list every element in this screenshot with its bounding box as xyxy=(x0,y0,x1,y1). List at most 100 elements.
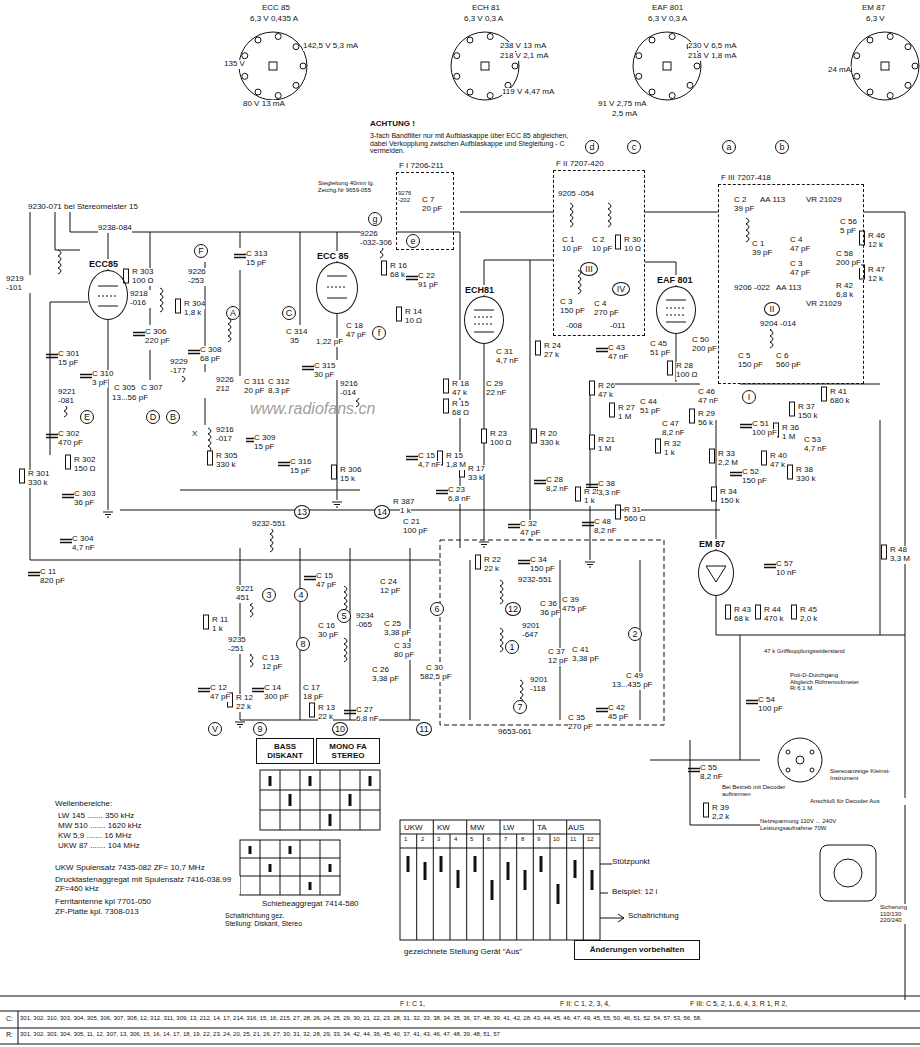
schematic-label: KW xyxy=(437,824,450,833)
schematic-label: R 15 xyxy=(446,452,463,461)
schematic-label: C 28 xyxy=(546,476,563,485)
schematic-label: C 4 xyxy=(790,236,802,245)
schematic-label: C 24 xyxy=(380,578,397,587)
schematic-label: 1 k xyxy=(212,625,223,634)
schematic-label: UKW Spulensatz 7435-082 ZF= 10,7 MHz xyxy=(55,864,205,873)
schematic-label: 91 V 2,75 mA xyxy=(598,100,646,109)
schematic-label: Sicherung 110/130 220/240 xyxy=(880,904,916,924)
schematic-label: 9226 -253 xyxy=(188,268,218,286)
schematic-label: R 44 xyxy=(764,606,781,615)
schematic-label: 200 pF xyxy=(836,259,861,268)
schematic-label: 68 k xyxy=(734,615,749,624)
schematic-label: 47 pF xyxy=(210,693,230,702)
callout-circle: 1 xyxy=(505,640,519,654)
schematic-label: 7 xyxy=(504,836,507,843)
schematic-label: 13...435 pF xyxy=(612,681,652,690)
schematic-label: 30 pF xyxy=(318,631,338,640)
schematic-label: R 304 xyxy=(184,300,205,309)
schematic-label: Netzspannung 110V ... 240V Leistungsaufn… xyxy=(760,818,880,831)
schematic-label: 150 pF xyxy=(742,477,767,486)
schematic-label: C 56 xyxy=(840,218,857,227)
schematic-label: 9653-061 xyxy=(498,728,532,737)
schematic-label: C 4 xyxy=(594,300,606,309)
schematic-label: 9205 -054 xyxy=(558,190,594,199)
schematic-label: C 313 xyxy=(246,250,267,259)
tube-symbol: ECH81 xyxy=(464,296,504,344)
schematic-label: R 37 xyxy=(798,403,815,412)
callout-circle: V xyxy=(208,722,222,736)
schematic-label: 51 pF xyxy=(640,407,660,416)
schematic-label: 12 k xyxy=(868,241,883,250)
schematic-label: LW xyxy=(503,824,514,833)
schematic-label: 9216 -014 xyxy=(340,380,370,398)
schematic-label: 3 pF xyxy=(92,379,108,388)
schematic-label: 9232-551 xyxy=(518,576,552,585)
schematic-label: 47 pF xyxy=(790,269,810,278)
callout-circle: 2 xyxy=(628,627,642,641)
node-label: EM 87 xyxy=(699,539,725,549)
schematic-label: R 34 xyxy=(720,488,737,497)
schematic-label: 22 nF xyxy=(486,389,506,398)
schematic-label: 820 pF xyxy=(40,577,65,586)
schematic-label: C 57 xyxy=(776,560,793,569)
schematic-label: 1 k xyxy=(664,449,675,458)
node-label: EAF 801 xyxy=(657,275,693,285)
schematic-label: F II: C 1, 2, 3, 4, xyxy=(560,1000,610,1008)
schematic-label: C 46 xyxy=(698,388,715,397)
schematic-label: C 36 xyxy=(540,600,557,609)
schematic-label: 10 pF xyxy=(562,245,582,254)
schematic-label: 51 pF xyxy=(650,349,670,358)
schematic-label: 330 k xyxy=(216,461,236,470)
schematic-label: C 18 xyxy=(346,322,363,331)
callout-circle: D xyxy=(146,410,160,424)
schematic-label: C 315 xyxy=(314,362,335,371)
schematic-label: C 45 xyxy=(650,340,667,349)
callout-number: D xyxy=(150,413,157,422)
schematic-label: 3,38 pF xyxy=(572,655,599,664)
callout-number: E xyxy=(84,413,90,422)
schematic-label: 330 k xyxy=(28,479,48,488)
schematic-label: 10 Ω xyxy=(405,317,422,326)
node-label: ECH81 xyxy=(465,285,494,295)
schematic-label: 3,3 M xyxy=(890,555,910,564)
schematic-label: Stützpunkt xyxy=(612,858,650,867)
schematic-label: MW xyxy=(470,824,484,833)
callout-number: 2 xyxy=(632,630,637,639)
schematic-label: X xyxy=(192,430,197,439)
schematic-label: C 34 xyxy=(530,556,547,565)
schematic-label: C 302 xyxy=(58,430,79,439)
schematic-label: 100 Ω xyxy=(676,371,698,380)
schematic-label: C 48 xyxy=(594,518,611,527)
schematic-label: 9232-551 xyxy=(252,520,286,529)
schematic-label: C 25 xyxy=(384,620,401,629)
schematic-label: C 6 xyxy=(776,352,788,361)
schematic-label: R 26 xyxy=(598,382,615,391)
callout-number: B xyxy=(170,413,176,422)
callout-number: C xyxy=(286,309,293,318)
callout-circle: a xyxy=(722,140,736,154)
schematic-label: 200 pF xyxy=(692,345,717,354)
schematic-label: KW 5,9 ....... 16 MHz xyxy=(58,832,132,841)
schematic-label: R 30 xyxy=(624,236,641,245)
schematic-label: R 27 xyxy=(618,404,635,413)
schematic-label: 12 pF xyxy=(262,663,282,672)
schematic-label: R 16 xyxy=(390,262,407,271)
schematic-label: R 39 xyxy=(712,804,729,813)
schematic-label: 9221 -081 xyxy=(58,388,88,406)
schematic-label: C 2 xyxy=(734,196,746,205)
schematic-label: 12 pF xyxy=(548,657,568,666)
schematic-label: 20 pF xyxy=(244,387,264,396)
callout-circle: 7 xyxy=(513,700,527,714)
function-box: MONO FA STEREO xyxy=(316,738,380,764)
schematic-label: 6,3 V 0,3 A xyxy=(648,15,687,24)
schematic-label: C 35 xyxy=(568,714,585,723)
schematic-label: C 312 xyxy=(268,378,289,387)
schematic-label: 9216 -017 xyxy=(216,426,246,444)
schematic-label: C 311 xyxy=(244,378,265,387)
schematic-label: 150 pF xyxy=(530,565,555,574)
schematic-label: C 54 xyxy=(758,696,775,705)
schematic-label: 470 pF xyxy=(58,439,83,448)
schematic-label: C 304 xyxy=(72,535,93,544)
schematic-label: 80 V 13 mA xyxy=(243,100,285,109)
schematic-label: Wellenbereiche: xyxy=(55,800,112,809)
